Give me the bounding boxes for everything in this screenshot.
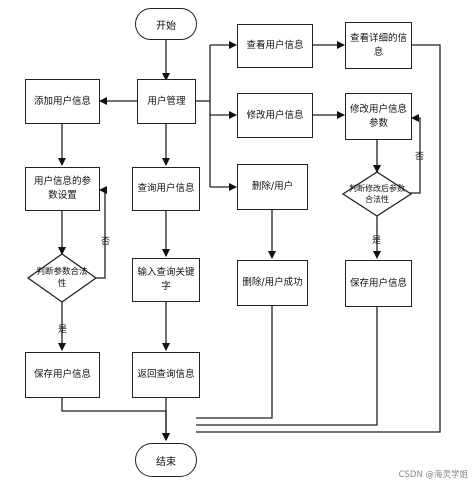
edge-detail-end <box>196 44 441 433</box>
delete-success-box: 删除/用户成功 <box>237 260 308 306</box>
edge-check-no <box>95 186 107 279</box>
save-add-box: 保存用户信息 <box>25 352 100 398</box>
input-keyword-box: 输入查询关键字 <box>132 258 200 302</box>
user-mgmt-box: 用户管理 <box>137 79 196 124</box>
edit-params-box: 修改用户信息参数 <box>345 93 412 140</box>
end-node: 结束 <box>135 443 197 477</box>
edge-saveedit-end <box>196 307 378 426</box>
delete-user-box: 删除/用户 <box>237 164 308 210</box>
view-user-box: 查看用户信息 <box>237 24 313 68</box>
edge-save-end <box>61 398 170 441</box>
query-user-box: 查询用户信息 <box>132 167 200 211</box>
return-query-box: 返回查询信息 <box>132 352 200 398</box>
start-node: 开始 <box>135 8 197 40</box>
set-params-box: 用户信息的参数设置 <box>25 167 100 211</box>
decision-diamond-left <box>26 253 98 303</box>
add-user-box: 添加用户信息 <box>25 79 100 124</box>
view-detail-box: 查看详细的信息 <box>345 22 412 69</box>
watermark: CSDN @海灵学姐 <box>398 470 468 480</box>
edge-deletesuccess-end <box>196 306 273 419</box>
edge-merge-end <box>192 432 196 448</box>
yes-label-right: 是 <box>372 236 382 246</box>
edge-checkedit-no <box>410 114 421 194</box>
yes-label-left: 是 <box>58 325 68 335</box>
check-edit-text: 判断修改后参数合法性 <box>349 184 405 204</box>
edit-user-box: 修改用户信息 <box>237 93 313 138</box>
save-edit-box: 保存用户信息 <box>345 260 412 307</box>
no-label-left: 否 <box>101 237 111 247</box>
decision-diamond-right <box>341 171 413 217</box>
check-validity-text: 判断参数合法性 <box>36 267 88 289</box>
no-label-right: 否 <box>415 152 425 162</box>
